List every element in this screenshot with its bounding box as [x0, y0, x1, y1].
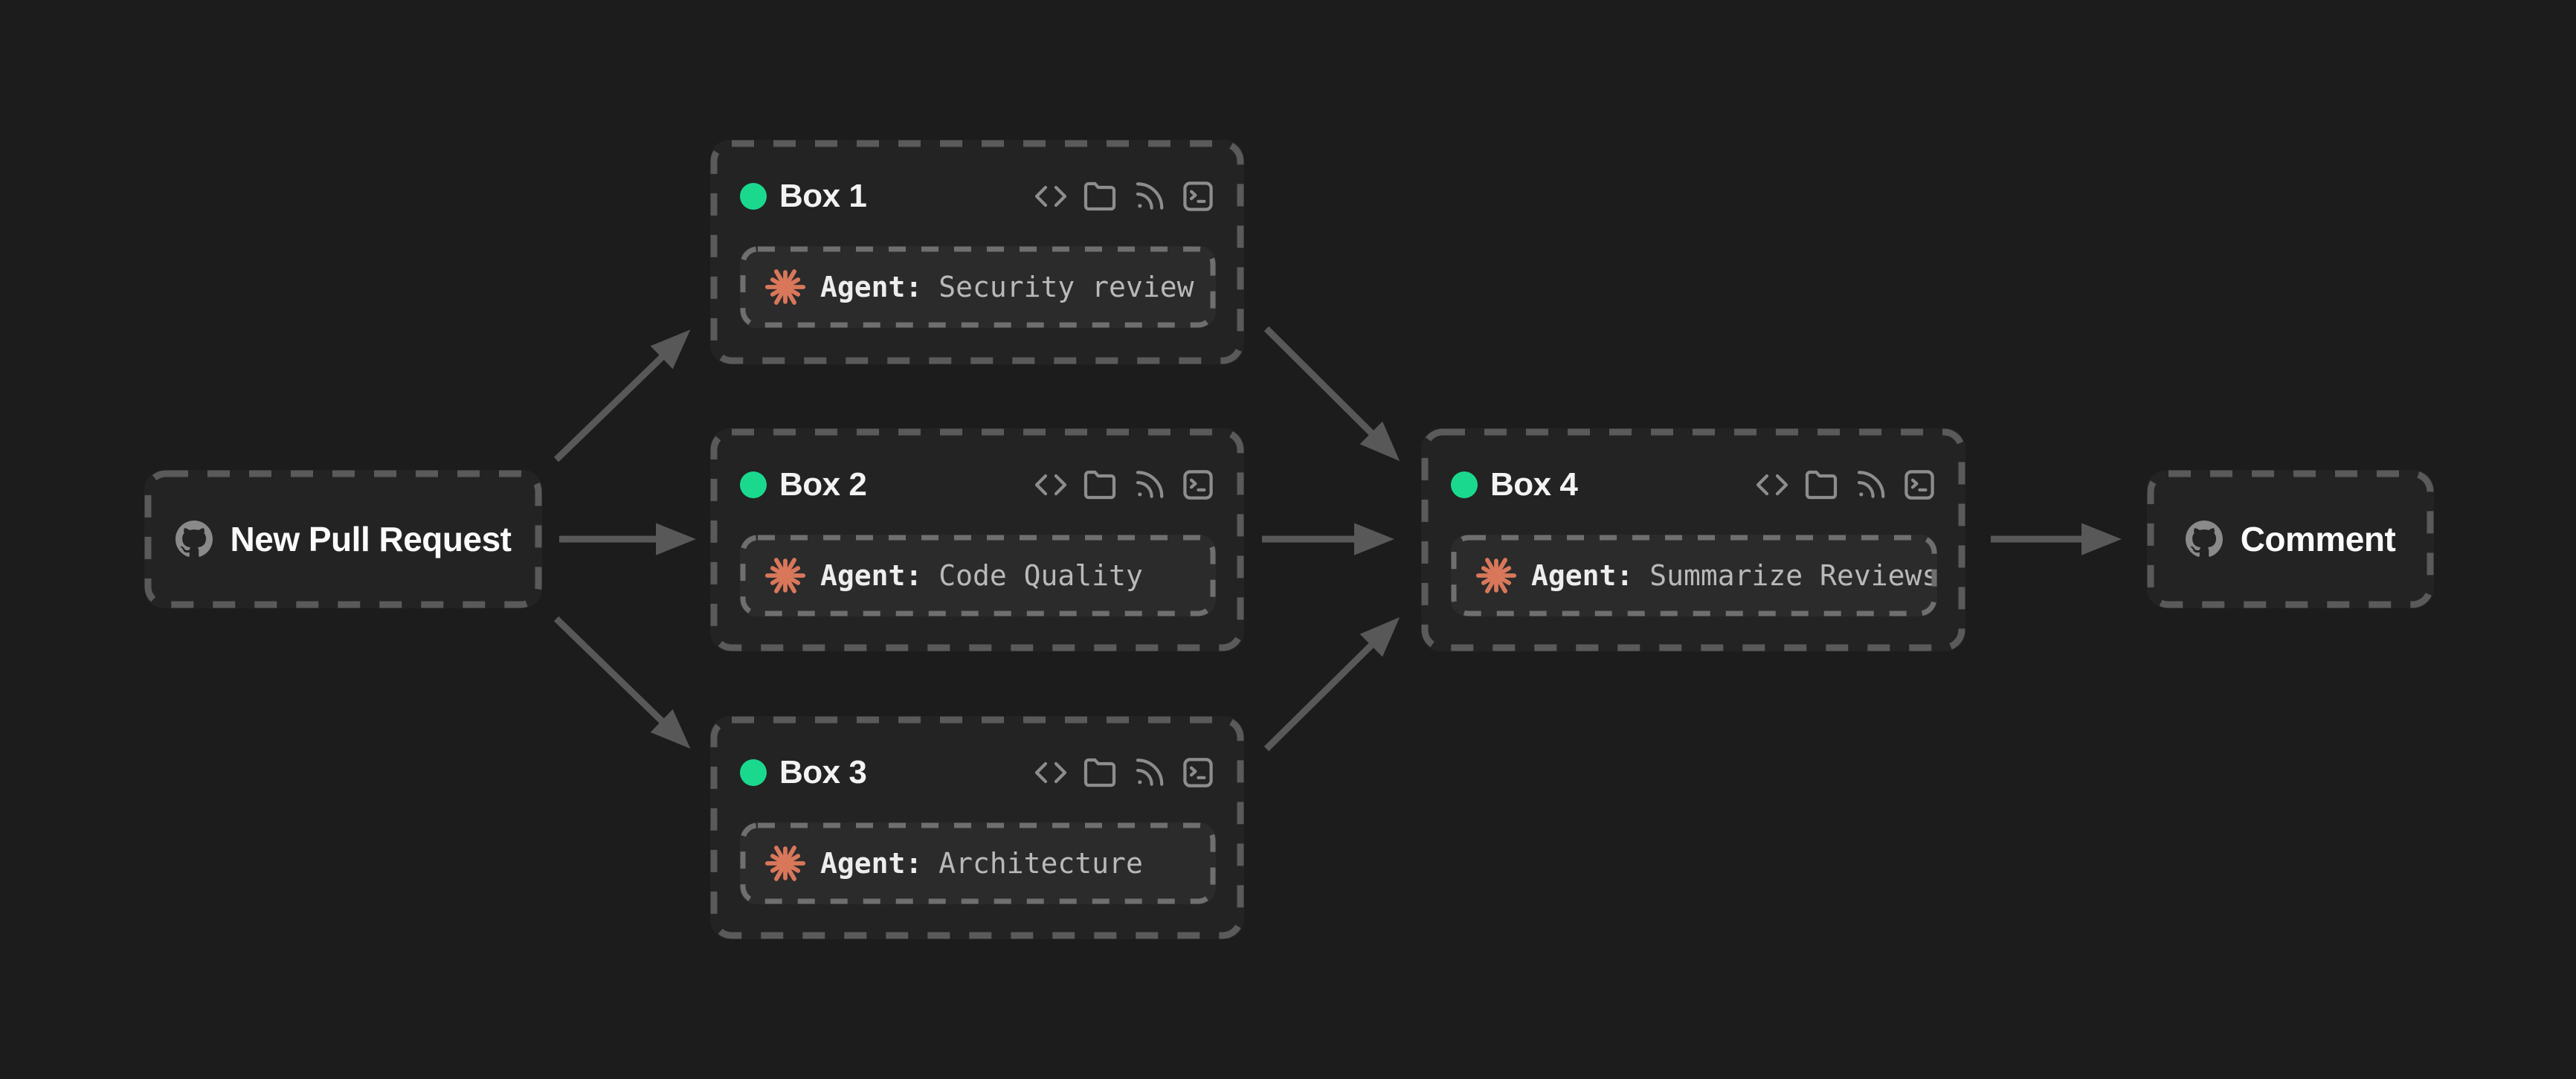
agent-badge[interactable]: Agent: Summarize Reviews — [1451, 535, 1939, 616]
status-dot — [740, 759, 767, 786]
terminal-icon — [1183, 470, 1213, 500]
terminal-icon — [1183, 181, 1213, 211]
agent-label: Agent: — [820, 559, 923, 592]
box-header: Box 2 — [740, 466, 1216, 504]
capability-icons — [1754, 467, 1937, 503]
claude-starburst-icon — [1475, 558, 1517, 593]
folder-icon — [1805, 470, 1838, 500]
box-header: Box 4 — [1451, 466, 1937, 504]
node-title: Box 4 — [1490, 466, 1578, 503]
node-box-3[interactable]: Box 3 Agent: Architecture — [710, 716, 1244, 939]
agent-value: Architecture — [938, 847, 1143, 880]
terminal-icon — [1904, 470, 1934, 500]
node-title: Box 2 — [779, 466, 867, 503]
claude-starburst-icon — [764, 269, 806, 305]
agent-label: Agent: — [1531, 559, 1634, 592]
capability-icons — [1033, 178, 1216, 214]
rss-icon — [1136, 182, 1164, 210]
agent-value: Code Quality — [938, 559, 1143, 592]
node-box-2[interactable]: Box 2 Agent: Code Quality — [710, 428, 1244, 651]
code-icon — [1034, 474, 1067, 496]
agent-badge[interactable]: Agent: Architecture — [740, 822, 1216, 904]
agent-value: Summarize Reviews — [1649, 559, 1939, 592]
folder-icon — [1083, 181, 1116, 211]
agent-text: Agent: Summarize Reviews — [1531, 559, 1939, 592]
terminal-icon — [1183, 758, 1213, 787]
arrow-box3-to-box4 — [1263, 617, 1400, 752]
github-icon — [175, 521, 213, 557]
agent-text: Agent: Architecture — [820, 847, 1143, 880]
capability-icons — [1033, 467, 1216, 503]
capability-icons — [1033, 755, 1216, 790]
code-icon — [1756, 474, 1788, 496]
node-box-4[interactable]: Box 4 Agent: Summarize Reviews — [1421, 428, 1965, 651]
claude-starburst-icon — [764, 846, 806, 881]
agent-badge[interactable]: Agent: Code Quality — [740, 535, 1216, 616]
box-header: Box 3 — [740, 753, 1216, 792]
rss-icon — [1136, 758, 1164, 786]
node-title: Box 3 — [779, 754, 867, 790]
folder-icon — [1083, 470, 1116, 500]
claude-starburst-icon — [764, 558, 806, 593]
agent-label: Agent: — [820, 271, 923, 303]
agent-label: Agent: — [820, 847, 923, 880]
node-label: Comment — [2240, 520, 2396, 558]
arrow-source-to-box3 — [553, 616, 691, 749]
folder-icon — [1083, 758, 1116, 787]
agent-badge[interactable]: Agent: Security review — [740, 246, 1216, 328]
node-comment[interactable]: Comment — [2147, 470, 2434, 608]
agent-text: Agent: Code Quality — [820, 559, 1143, 592]
rss-icon — [1136, 471, 1164, 498]
agent-text: Agent: Security review — [820, 271, 1194, 303]
rss-icon — [1857, 471, 1885, 498]
github-icon — [2185, 521, 2223, 557]
node-label: New Pull Request — [230, 520, 512, 558]
arrow-box1-to-box4 — [1263, 326, 1400, 462]
status-dot — [1451, 471, 1478, 498]
arrow-source-to-box1 — [553, 329, 691, 463]
code-icon — [1034, 761, 1067, 784]
node-title: Box 1 — [779, 178, 867, 214]
status-dot — [740, 471, 767, 498]
agent-value: Security review — [938, 271, 1194, 303]
status-dot — [740, 183, 767, 210]
node-new-pull-request[interactable]: New Pull Request — [144, 470, 542, 608]
node-box-1[interactable]: Box 1 Agent: Security review — [710, 140, 1244, 364]
box-header: Box 1 — [740, 177, 1216, 216]
code-icon — [1034, 185, 1067, 207]
